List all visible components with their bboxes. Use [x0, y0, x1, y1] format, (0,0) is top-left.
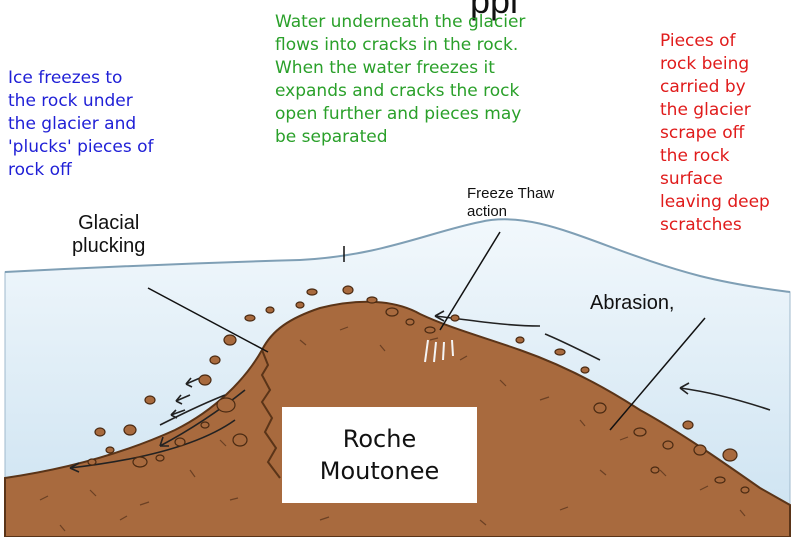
pieces-of-rock-note: Pieces of rock being carried by the glac… [660, 30, 798, 237]
water-underneath-note: Water underneath the glacier flows into … [275, 11, 635, 149]
ice-freezes-note: Ice freezes to the rock under the glacie… [8, 67, 263, 182]
glacial-plucking-label: Glacial plucking [72, 212, 145, 258]
freeze-thaw-label: Freeze Thaw action [467, 185, 554, 221]
roche-moutonee-title: Roche Moutonee [282, 407, 477, 503]
abrasion-label: Abrasion, [590, 292, 675, 315]
